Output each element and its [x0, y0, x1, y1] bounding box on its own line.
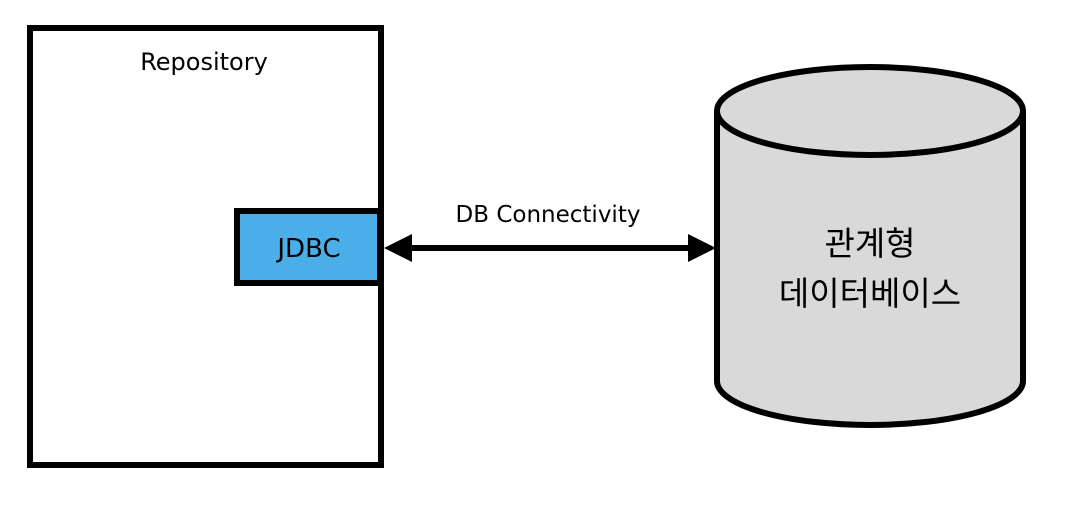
jdbc-node: JDBC — [234, 208, 383, 286]
arrow-head-left — [384, 234, 412, 262]
db-connectivity-arrow: DB Connectivity — [384, 202, 716, 262]
connection-label: DB Connectivity — [456, 202, 641, 228]
jdbc-box — [234, 208, 383, 286]
database-node: 관계형 데이터베이스 — [714, 64, 1026, 428]
database-cylinder-top — [714, 64, 1026, 158]
database-label-line1: 관계형 — [824, 224, 915, 263]
repository-label: Repository — [140, 48, 268, 76]
database-label-line2: 데이터베이스 — [779, 274, 961, 313]
jdbc-label: JDBC — [275, 234, 340, 264]
arrow-head-right — [688, 234, 716, 262]
database-cylinder-body — [714, 111, 1026, 428]
